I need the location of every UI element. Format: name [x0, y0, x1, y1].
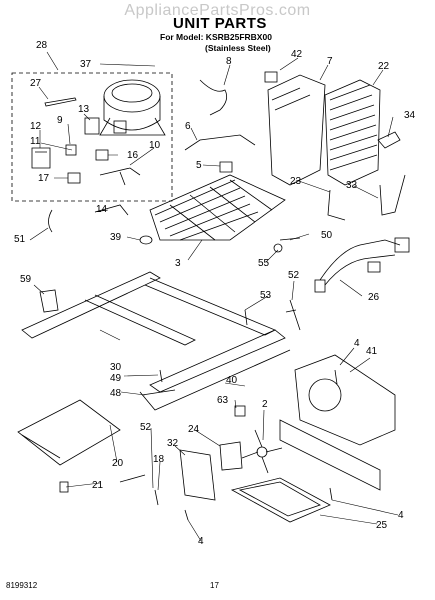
part-14	[94, 204, 129, 216]
part-32-bracket	[179, 449, 216, 501]
callout-5: 5	[196, 160, 202, 171]
callout-42: 42	[291, 49, 303, 60]
callout-23: 23	[290, 176, 302, 187]
part-59	[39, 289, 59, 313]
callout-16: 16	[127, 150, 139, 161]
callout-52b: 52	[140, 422, 152, 433]
doc-number: 8199312	[6, 581, 38, 590]
part-41-fan-housing	[279, 354, 396, 491]
callout-50: 50	[321, 230, 333, 241]
part-52-top	[285, 299, 301, 331]
callout-2: 2	[262, 399, 268, 410]
part-34	[377, 131, 401, 149]
callout-6: 6	[185, 121, 191, 132]
callout-12: 12	[30, 121, 42, 132]
part-9	[65, 144, 77, 156]
part-17	[67, 172, 81, 184]
part-53	[244, 309, 248, 326]
callout-17: 17	[38, 173, 50, 184]
callout-25: 25	[376, 520, 388, 531]
callout-52: 52	[288, 270, 300, 281]
callout-34: 34	[404, 110, 416, 121]
compressor-part	[99, 79, 166, 136]
callout-4: 4	[354, 338, 360, 349]
part-5	[219, 161, 233, 173]
part-33	[379, 174, 406, 216]
callout-37: 37	[80, 59, 92, 70]
callout-13: 13	[78, 104, 90, 115]
callout-20: 20	[112, 458, 124, 469]
part-23	[327, 189, 346, 221]
part-12	[31, 147, 51, 169]
part-55	[273, 243, 283, 253]
part-4-lower-b	[329, 487, 333, 501]
callout-7: 7	[327, 56, 333, 67]
callout-39: 39	[110, 232, 122, 243]
part-39	[139, 235, 153, 245]
page-number: 17	[210, 581, 219, 590]
part-22-evaporator	[324, 79, 381, 186]
callout-8: 8	[226, 56, 232, 67]
compressor-group-box	[11, 72, 173, 202]
part-27	[44, 97, 77, 107]
part-2-fan-blade	[241, 429, 283, 474]
callout-53: 53	[260, 290, 272, 301]
callout-32: 32	[167, 438, 179, 449]
part-50	[279, 237, 301, 241]
callout-51: 51	[14, 234, 26, 245]
callout-30: 30	[110, 362, 122, 373]
callout-18: 18	[153, 454, 165, 465]
callout-40: 40	[226, 375, 238, 386]
callout-28: 28	[36, 40, 48, 51]
part-4-upper	[334, 369, 338, 385]
part-8	[199, 79, 228, 116]
part-20	[17, 399, 121, 466]
model-number: For Model: KSRB25FRBX00	[160, 32, 272, 42]
callout-21: 21	[92, 480, 104, 491]
callout-27: 27	[30, 78, 42, 89]
watermark: AppliancePartsPros.com	[124, 2, 311, 19]
part-49	[159, 369, 163, 383]
part-63	[234, 405, 246, 417]
part-24-motor	[219, 441, 243, 471]
callout-48: 48	[110, 388, 122, 399]
part-52-lower	[119, 474, 146, 483]
part-4-lower-a	[184, 509, 189, 521]
page-title: UNIT PARTS	[173, 15, 267, 32]
callout-14: 14	[96, 204, 108, 215]
callout-41: 41	[366, 346, 378, 357]
part-10	[99, 167, 141, 186]
part-42	[264, 71, 278, 83]
part-7	[267, 74, 326, 186]
part-16	[95, 149, 109, 161]
callout-59: 59	[20, 274, 32, 285]
callout-49: 49	[110, 373, 122, 384]
callout-33: 33	[346, 180, 358, 191]
callout-4c: 4	[398, 510, 404, 521]
callout-63: 63	[217, 395, 229, 406]
part-30-frame	[21, 271, 291, 411]
callout-9: 9	[57, 115, 63, 126]
part-18	[154, 489, 159, 506]
part-3-condenser	[149, 174, 286, 241]
part-25-drain-pan	[230, 477, 331, 523]
callout-22: 22	[378, 61, 390, 72]
callout-26: 26	[368, 292, 380, 303]
part-13	[84, 117, 100, 135]
part-48	[141, 389, 176, 396]
callout-4b: 4	[198, 536, 204, 547]
part-51	[48, 209, 53, 233]
part-26-harness	[314, 237, 410, 293]
callout-55: 55	[258, 258, 270, 269]
callout-10: 10	[149, 140, 161, 151]
finish-label: (Stainless Steel)	[205, 43, 271, 53]
callout-11: 11	[30, 136, 41, 147]
callout-3: 3	[175, 258, 181, 269]
callout-24: 24	[188, 424, 200, 435]
part-6	[184, 134, 256, 151]
